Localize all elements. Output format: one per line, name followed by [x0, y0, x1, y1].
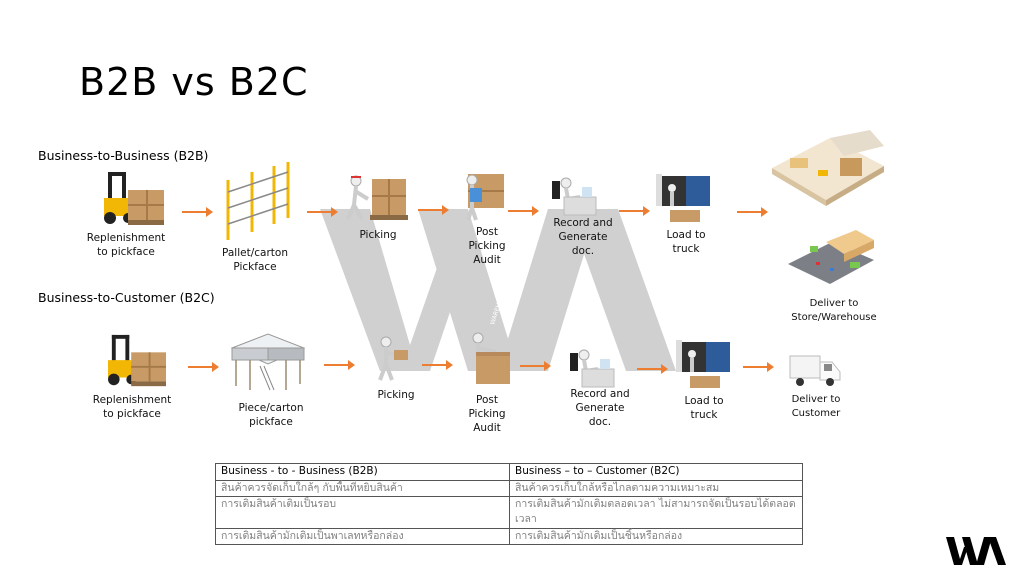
- forklift-icon: [104, 172, 164, 225]
- desk-computer-icon: [570, 349, 615, 388]
- taping-box-icon: [472, 332, 510, 384]
- desk-computer-icon: [552, 177, 597, 216]
- table-row: สินค้าควรจัดเก็บใกล้ๆ กับพื้นที่หยิบสินค…: [215, 480, 803, 497]
- table-cell: การเติมสินค้ามักเติมเป็นพาเลทหรือกล่อง: [215, 528, 510, 545]
- table-row: การเติมสินค้าเติมเป็นรอบ การเติมสินค้ามั…: [215, 496, 803, 529]
- b2c-arrow-4: [520, 361, 551, 371]
- b2c-arrow-1: [188, 362, 219, 372]
- table-cell: สินค้าควรเก็บใกล้หรือไกลตามความเหมาะสม: [509, 480, 803, 497]
- table-cell: การเติมสินค้ามักเติมเป็นชิ้นหรือกล่อง: [509, 528, 803, 545]
- forklift-icon: [108, 334, 166, 387]
- b2b-step-3-label: Picking: [359, 229, 397, 241]
- b2b-arrow-2: [307, 207, 338, 217]
- slide-title: B2B vs B2C: [79, 60, 309, 104]
- delivery-van-icon: [789, 355, 841, 386]
- b2b-arrow-3: [418, 205, 449, 215]
- b2c-arrow-3: [422, 360, 453, 370]
- b2c-step-3-label: Picking: [377, 389, 415, 401]
- b2c-arrow-6: [743, 362, 774, 372]
- mezzanine-icon: [230, 333, 306, 391]
- wm-logo: [946, 537, 1006, 565]
- table-cell: การเติมสินค้ามักเติมตลอดเวลา ไม่สามารถจั…: [509, 496, 803, 529]
- table-row: การเติมสินค้ามักเติมเป็นพาเลทหรือกล่อง ก…: [215, 528, 803, 545]
- truck-loading-icon: [676, 340, 730, 388]
- b2b-arrow-5: [619, 206, 650, 216]
- table-header-b2b: Business - to - Business (B2B): [215, 463, 510, 481]
- b2b-heading: Business-to-Business (B2B): [38, 148, 209, 163]
- picking-pallet-jack-icon: [346, 175, 408, 220]
- b2c-arrow-2: [324, 360, 355, 370]
- carrying-box-icon: [378, 336, 408, 381]
- store-parking-icon: [788, 230, 874, 284]
- b2b-arrow-1: [182, 207, 213, 217]
- truck-loading-icon: [656, 174, 710, 222]
- audit-clipboard-icon: [466, 174, 504, 221]
- table-header-row: Business - to - Business (B2B) Business …: [215, 463, 803, 481]
- table-header-b2c: Business – to – Customer (B2C): [509, 463, 803, 481]
- pallet-rack-icon: [226, 162, 290, 240]
- b2b-arrow-4: [508, 206, 539, 216]
- table-cell: การเติมสินค้าเติมเป็นรอบ: [215, 496, 510, 529]
- wm-watermark: WAREHOUSE MANAGE: [320, 209, 676, 371]
- b2b-arrow-6: [737, 207, 768, 217]
- b2c-arrow-5: [637, 364, 668, 374]
- table-cell: สินค้าควรจัดเก็บใกล้ๆ กับพื้นที่หยิบสินค…: [215, 480, 510, 497]
- b2c-heading: Business-to-Customer (B2C): [38, 290, 215, 305]
- comparison-table: Business - to - Business (B2B) Business …: [215, 463, 803, 545]
- warehouse-isometric-icon: [772, 130, 884, 206]
